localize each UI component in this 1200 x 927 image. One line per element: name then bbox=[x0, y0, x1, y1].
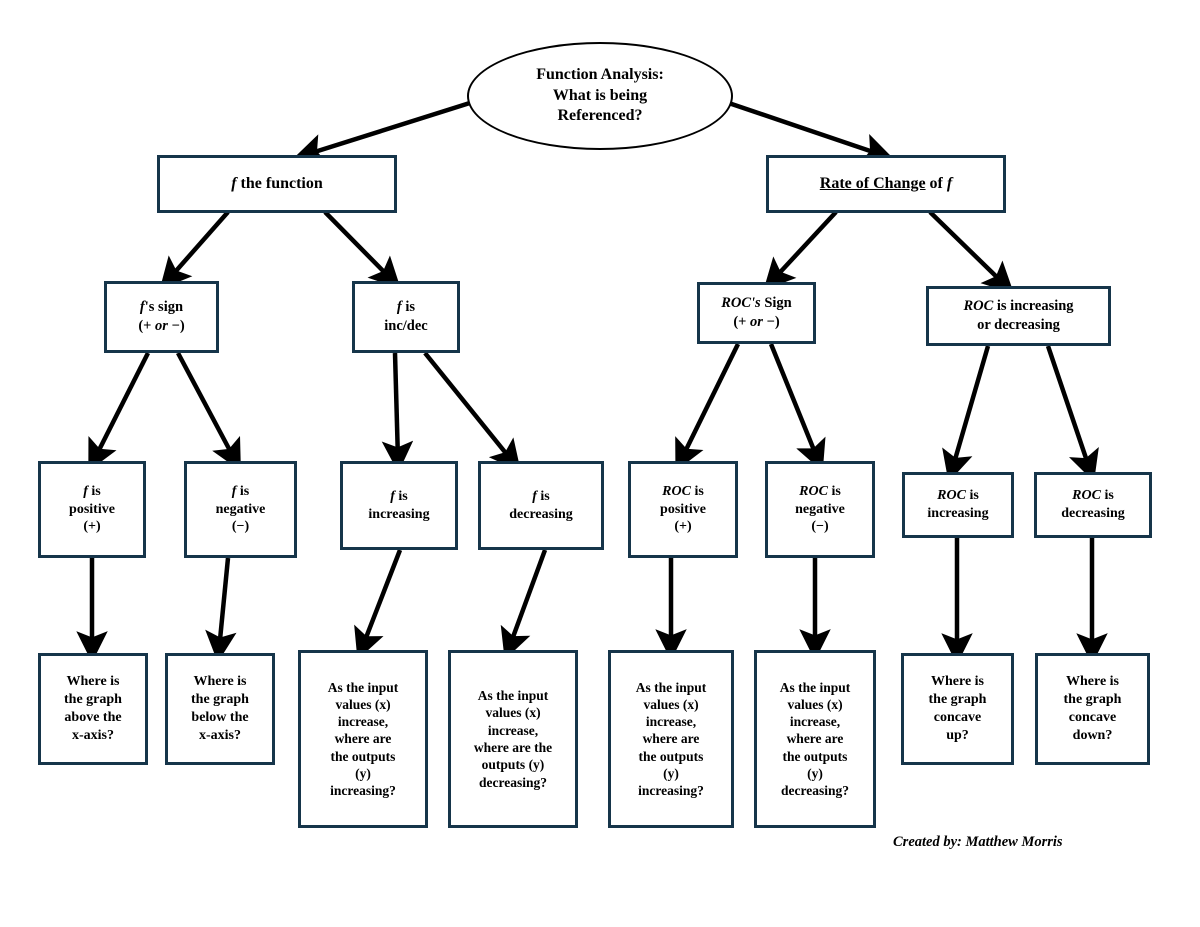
node-outputs-y-decreasing-label: As the input values (x) increase, where … bbox=[473, 688, 553, 790]
edge-f-sign-to-f-negative bbox=[176, 351, 241, 472]
node-concave-down-label: Where is the graph concave down? bbox=[1063, 674, 1122, 743]
node-graph-above-x-axis-label: Where is the graph above the x-axis? bbox=[64, 674, 122, 743]
node-roc-outputs-y-decreasing[interactable]: As the input values (x) increase, where … bbox=[754, 650, 876, 828]
edge-roc-inc-dec-to-roc-decreasing bbox=[1045, 345, 1099, 482]
edge-root-to-rate-of-change bbox=[707, 93, 894, 164]
node-rate-of-change-label: Rate of Change of f bbox=[819, 174, 953, 192]
edge-f-negative-to-graph-below bbox=[205, 557, 237, 663]
edge-roc-sign-to-roc-positive bbox=[675, 343, 741, 472]
node-f-the-function-label: f the function bbox=[231, 174, 323, 192]
edge-f-function-to-f-sign bbox=[159, 210, 230, 290]
edge-f-increasing-to-outputs-increasing bbox=[354, 549, 403, 660]
root-node-function-analysis[interactable]: Function Analysis: What is being Referen… bbox=[467, 42, 733, 150]
node-outputs-y-increasing[interactable]: As the input values (x) increase, where … bbox=[298, 650, 428, 828]
edge-f-decreasing-to-outputs-decreasing bbox=[500, 549, 548, 660]
node-rate-of-change[interactable]: Rate of Change of f bbox=[766, 155, 1006, 213]
edge-f-inc-dec-to-f-increasing bbox=[381, 352, 414, 473]
node-roc-outputs-y-increasing[interactable]: As the input values (x) increase, where … bbox=[608, 650, 734, 828]
node-f-sign-label: f's sign(+ or −) bbox=[138, 299, 185, 334]
edge-roc-sign-to-roc-negative bbox=[768, 343, 826, 472]
edge-f-function-to-f-inc-dec bbox=[323, 210, 401, 289]
root-node-label: Function Analysis: What is being Referen… bbox=[536, 65, 664, 125]
node-graph-below-x-axis[interactable]: Where is the graph below the x-axis? bbox=[165, 653, 275, 765]
node-roc-outputs-y-increasing-label: As the input values (x) increase, where … bbox=[635, 679, 707, 799]
node-concave-up-label: Where is the graph concave up? bbox=[928, 674, 987, 743]
node-outputs-y-increasing-label: As the input values (x) increase, where … bbox=[327, 679, 399, 799]
node-f-sign[interactable]: f's sign(+ or −) bbox=[104, 281, 219, 353]
node-concave-down[interactable]: Where is the graph concave down? bbox=[1035, 653, 1150, 765]
edge-f-sign-to-f-positive bbox=[88, 351, 151, 472]
edge-root-to-f-function bbox=[292, 93, 493, 165]
node-roc-sign[interactable]: ROC's Sign(+ or −) bbox=[697, 282, 816, 344]
edge-roc-inc-dec-to-roc-increasing bbox=[942, 345, 991, 483]
edge-f-inc-dec-to-f-decreasing bbox=[423, 351, 521, 472]
node-graph-below-x-axis-label: Where is the graph below the x-axis? bbox=[191, 674, 249, 743]
node-outputs-y-decreasing[interactable]: As the input values (x) increase, where … bbox=[448, 650, 578, 828]
node-concave-up[interactable]: Where is the graph concave up? bbox=[901, 653, 1014, 765]
node-roc-outputs-y-decreasing-label: As the input values (x) increase, where … bbox=[779, 679, 851, 799]
edge-roc-to-roc-inc-dec bbox=[928, 210, 1015, 294]
credit-line: Created by: Matthew Morris bbox=[893, 834, 1063, 850]
edge-roc-to-roc-sign bbox=[763, 210, 838, 291]
node-roc-sign-label: ROC's Sign(+ or −) bbox=[721, 295, 792, 330]
node-graph-above-x-axis[interactable]: Where is the graph above the x-axis? bbox=[38, 653, 148, 765]
node-f-the-function[interactable]: f the function bbox=[157, 155, 397, 213]
